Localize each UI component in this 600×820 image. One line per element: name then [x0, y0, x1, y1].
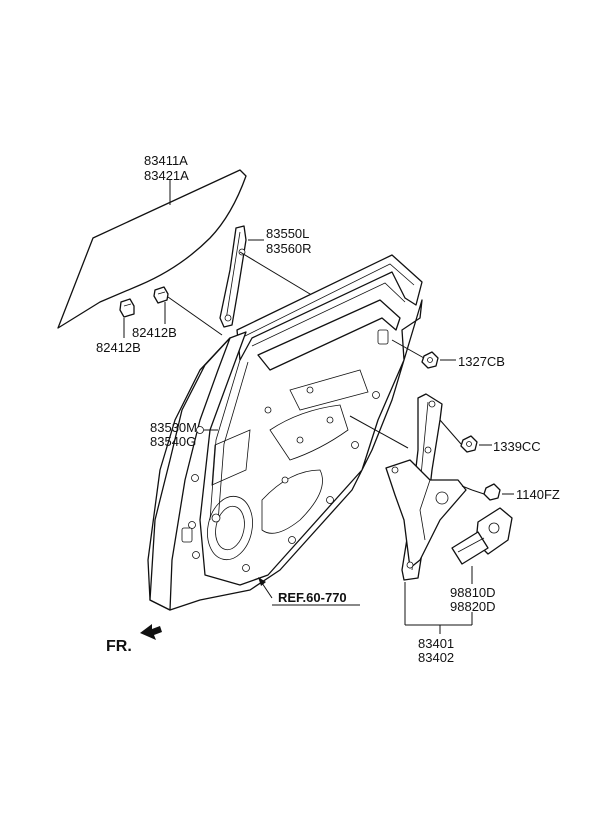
leader-panel-to-regulator: [349, 415, 409, 449]
label-clip-left: 82412B: [96, 340, 141, 355]
leader-regulator: [404, 582, 473, 634]
leader-bolt-to-reg: [461, 485, 473, 491]
nut-1327cb: [421, 351, 439, 369]
rear-channel: [219, 225, 247, 328]
label-clip-right: 82412B: [132, 325, 177, 340]
label-motor-b: 98820D: [450, 599, 496, 614]
leader-nut-2-to-reg: [439, 419, 462, 445]
ref-arrow-icon: [258, 577, 266, 586]
window-regulator: [385, 393, 467, 581]
label-bolt: 1140FZ: [516, 487, 560, 502]
door-glass: [57, 169, 247, 329]
leader-nut-1-to-door: [391, 339, 425, 359]
label-run-a: 83530M: [150, 420, 197, 435]
label-run-b: 83540G: [150, 434, 196, 449]
label-front: FR.: [106, 638, 132, 655]
leader-channel-to-door: [239, 251, 321, 301]
regulator-motor: [451, 507, 513, 565]
label-reference: REF.60-770: [278, 590, 347, 605]
label-channel-b: 83560R: [266, 241, 312, 256]
door-panel: [147, 254, 423, 611]
nut-1339cc: [460, 435, 478, 453]
bolt-1140fz: [471, 483, 501, 501]
front-arrow-icon: [140, 624, 162, 640]
label-regulator-a: 83401: [418, 636, 454, 651]
label-glass-b: 83421A: [144, 168, 189, 183]
label-motor-a: 98810D: [450, 585, 496, 600]
label-nut-2: 1339CC: [493, 439, 541, 454]
label-regulator-b: 83402: [418, 650, 454, 665]
label-channel-a: 83550L: [266, 226, 309, 241]
glass-clip-right: [153, 286, 169, 304]
label-glass-a: 83411A: [144, 153, 188, 168]
glass-clip-left: [119, 298, 135, 318]
label-nut-1: 1327CB: [458, 354, 505, 369]
leader-clip-to-door: [167, 296, 223, 336]
